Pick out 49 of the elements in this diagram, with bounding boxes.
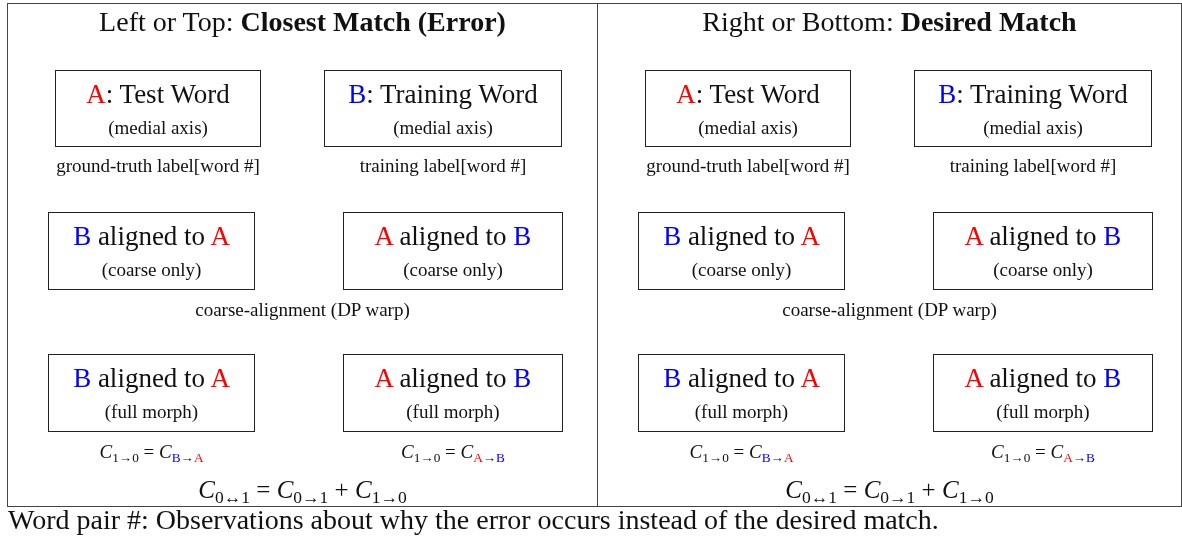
box-title: B: Training Word [938, 77, 1128, 110]
word-box [914, 70, 1152, 147]
box-subtitle: (full morph) [996, 400, 1090, 424]
word-box [343, 212, 563, 290]
caption: Word pair #: Observations about why the error occurs instead of the desired match. [8, 504, 939, 536]
formula: C$_{0↔1}$ = C$_{0→1}$ + C$_{1→0}$ [197, 476, 408, 504]
box-title: A: Test Word [676, 77, 820, 110]
box-title: B aligned to A [73, 362, 230, 394]
word-box [933, 354, 1153, 432]
box-subtitle: (medial axis) [108, 115, 208, 140]
panel [7, 3, 598, 507]
box-subtitle: (full morph) [406, 400, 500, 424]
box-caption: training label[word #] [358, 155, 528, 177]
word-box [638, 212, 845, 290]
box-subtitle: (full morph) [694, 400, 789, 424]
box-caption: training label[word #] [948, 155, 1118, 177]
box-caption: ground-truth label[word #] [645, 155, 851, 177]
box-subtitle: (medial axis) [698, 115, 798, 140]
box-title: A: Test Word [86, 77, 230, 110]
word-box [638, 354, 845, 432]
box-caption: ground-truth label[word #] [55, 155, 261, 177]
word-box [343, 354, 563, 432]
box-title: A aligned to B [964, 220, 1122, 252]
box-title: B aligned to A [663, 362, 820, 394]
word-box [324, 70, 562, 147]
box-subtitle: (coarse only) [403, 258, 503, 282]
box-title: B: Training Word [348, 77, 538, 110]
box-title: A aligned to B [374, 362, 532, 394]
box-subtitle: (coarse only) [101, 258, 202, 282]
word-box [933, 212, 1153, 290]
box-title: A aligned to B [374, 220, 532, 252]
box-subtitle: (coarse only) [691, 258, 792, 282]
box-subtitle: (medial axis) [393, 115, 493, 140]
box-title: B aligned to A [73, 220, 230, 252]
box-subtitle: (coarse only) [993, 258, 1093, 282]
note: coarse-alignment (DP warp) [781, 299, 998, 321]
box-subtitle: (medial axis) [983, 115, 1083, 140]
word-box [645, 70, 851, 147]
word-box [48, 354, 255, 432]
box-subtitle: (full morph) [104, 400, 199, 424]
box-title: A aligned to B [964, 362, 1122, 394]
panel [597, 3, 1182, 507]
panel-heading: Left or Top: Closest Match (Error) [98, 6, 507, 38]
formula: C$_{0↔1}$ = C$_{0→1}$ + C$_{1→0}$ [784, 476, 995, 504]
word-box [48, 212, 255, 290]
box-title: B aligned to A [663, 220, 820, 252]
note: coarse-alignment (DP warp) [194, 299, 411, 321]
word-box [55, 70, 261, 147]
panel-heading: Right or Bottom: Desired Match [701, 6, 1078, 38]
